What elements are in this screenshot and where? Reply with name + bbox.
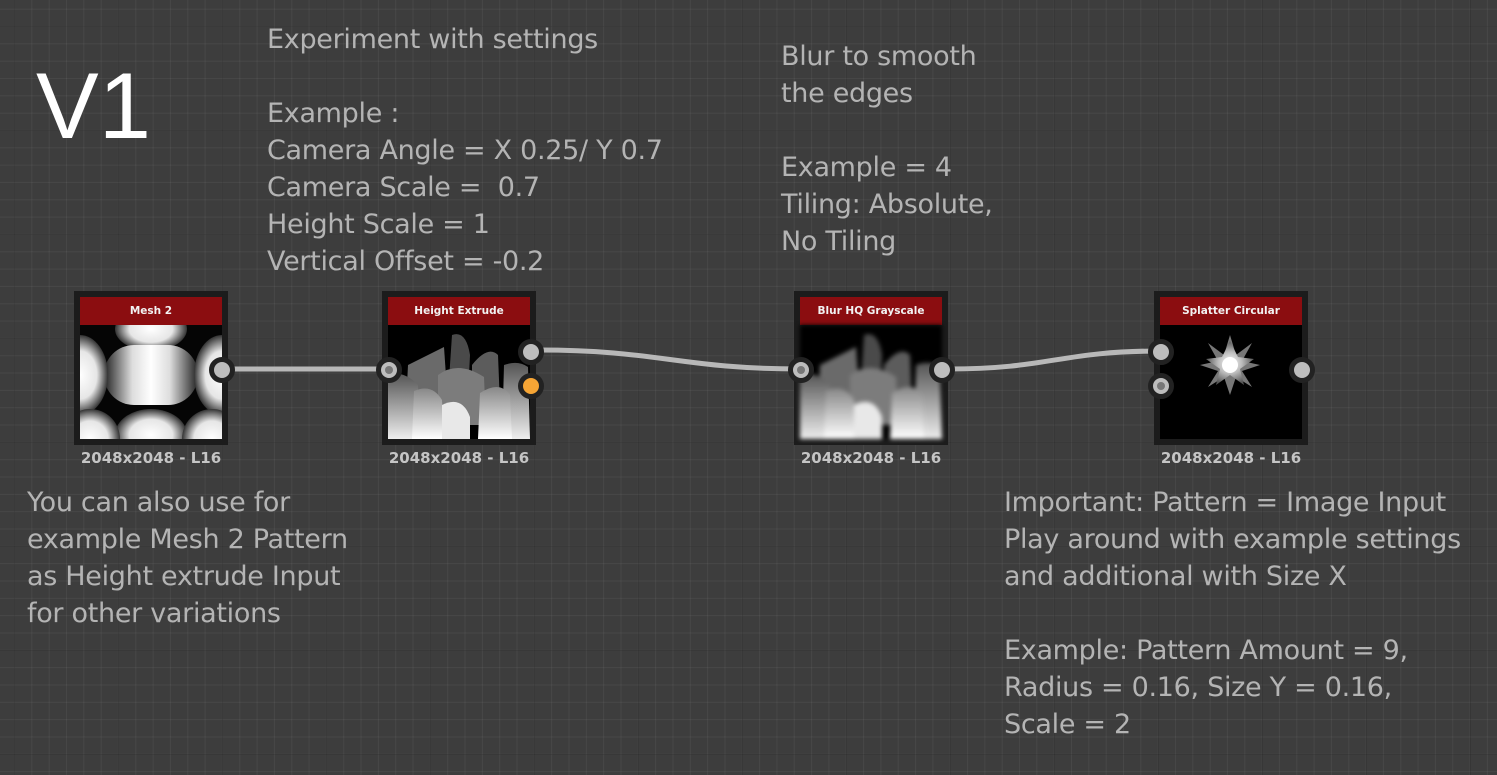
comment-blur[interactable]: Blur to smooth the edges Example = 4 Til… [781, 41, 993, 257]
thumbnail-circular-splatter [1160, 325, 1302, 439]
input-port[interactable] [1148, 373, 1174, 399]
node-splatter-circular[interactable]: Splatter Circular [1154, 291, 1308, 445]
node-resolution: 2048x2048 - L16 [388, 449, 530, 467]
thumbnail-mesh-pattern [80, 325, 222, 439]
comment-splatter[interactable]: Important: Pattern = Image Input Play ar… [1004, 487, 1461, 740]
node-mesh-2[interactable]: Mesh 2 [74, 291, 228, 445]
thumbnail-blurred-shapes [800, 325, 942, 439]
node-resolution: 2048x2048 - L16 [1160, 449, 1302, 467]
node-height-extrude[interactable]: Height Extrude [382, 291, 536, 445]
wire-blur-to-splatter [947, 348, 1162, 372]
node-resolution: 2048x2048 - L16 [80, 449, 222, 467]
output-port[interactable] [929, 357, 955, 383]
pattern-input-port[interactable] [1148, 339, 1174, 365]
node-title: Height Extrude [388, 297, 530, 325]
node-title: Mesh 2 [80, 297, 222, 325]
comment-height-extrude[interactable]: Experiment with settings Example : Camer… [267, 24, 663, 277]
node-title: Blur HQ Grayscale [800, 297, 942, 325]
input-port[interactable] [788, 357, 814, 383]
wire-extrude-to-blur [537, 347, 802, 372]
node-title: Splatter Circular [1160, 297, 1302, 325]
node-blur-hq-grayscale[interactable]: Blur HQ Grayscale [794, 291, 948, 445]
input-port[interactable] [376, 357, 402, 383]
graph-title: V1 [36, 53, 151, 158]
secondary-output-port[interactable] [518, 373, 544, 399]
node-resolution: 2048x2048 - L16 [800, 449, 942, 467]
output-port[interactable] [209, 357, 235, 383]
comment-mesh[interactable]: You can also use for example Mesh 2 Patt… [27, 487, 348, 629]
thumbnail-extruded-shapes [388, 325, 530, 439]
output-port[interactable] [1289, 357, 1315, 383]
output-port[interactable] [518, 339, 544, 365]
